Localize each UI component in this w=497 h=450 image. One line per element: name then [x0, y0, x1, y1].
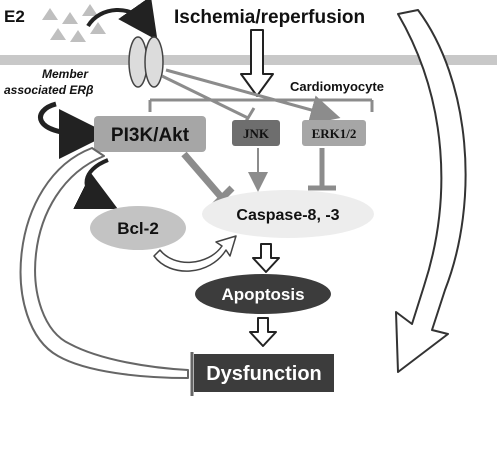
e2-binding-arrow: [86, 0, 158, 41]
er-to-pi3k-arrow: [38, 101, 109, 159]
e2-ligand-triangles: [42, 4, 106, 42]
apoptosis-ellipse: [195, 274, 331, 314]
er-label-line1: Member: [42, 67, 89, 81]
pi3k-akt-label: PI3K/Akt: [111, 125, 190, 146]
cell-membrane: [0, 55, 497, 65]
bcl2-ellipse: [90, 206, 186, 250]
receptor-to-erk-arrow: [165, 68, 341, 125]
receptor-bracket: [148, 98, 374, 112]
apoptosis-to-dysfunction-arrow: [249, 317, 277, 347]
erk-label: ERK1/2: [312, 126, 357, 141]
pi3k-akt-box: [94, 116, 206, 152]
apoptosis-label: Apoptosis: [221, 285, 304, 304]
er-label-line2: associated ERβ: [4, 83, 94, 97]
caspase-ellipse: [202, 190, 374, 238]
caspase-to-apoptosis-arrow: [252, 243, 280, 273]
ischemia-down-arrow: [240, 29, 274, 97]
ischemia-label: Ischemia/reperfusion: [174, 7, 365, 28]
receptor-to-jnk-inhibit: [161, 74, 249, 120]
ischemia-to-dysfunction-arrow: [395, 9, 467, 373]
pi3k-to-bcl2-arrow: [73, 158, 118, 209]
erk-box: [302, 120, 366, 146]
dysfunction-box: [194, 354, 334, 392]
bcl2-to-caspase-arrow: [153, 235, 237, 272]
caspase-label: Caspase-8, -3: [236, 207, 339, 224]
pi3k-inhibit-dysfunction: [19, 147, 189, 379]
dysfunction-label: Dysfunction: [206, 363, 322, 385]
bcl2-label: Bcl-2: [117, 219, 159, 238]
pi3k-inhibit-caspase: [181, 151, 225, 201]
er-beta-receptor: [128, 36, 164, 88]
e2-label: E2: [4, 7, 25, 26]
cardiomyocyte-label: Cardiomyocyte: [290, 79, 384, 94]
jnk-box: [232, 120, 280, 146]
jnk-label: JNK: [243, 126, 270, 141]
